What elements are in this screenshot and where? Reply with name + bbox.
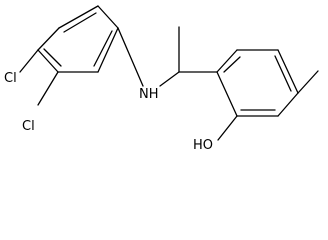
bond	[37, 27, 60, 51]
bond	[277, 49, 299, 94]
bond	[216, 71, 238, 117]
double-bond-inner	[63, 12, 97, 33]
double-bond-inner	[274, 55, 292, 92]
chlorine-label-bottom: Cl	[22, 119, 35, 134]
bond	[37, 49, 59, 73]
bond-c3-cl	[19, 49, 39, 73]
bond	[277, 92, 299, 117]
hydroxyl-label: HO	[193, 138, 213, 152]
chlorine-label-top: Cl	[4, 71, 17, 86]
bond	[58, 5, 99, 29]
bond	[216, 49, 238, 73]
chemical-structure: Cl Cl NH HO	[4, 5, 319, 152]
double-bond-inner	[43, 48, 62, 67]
bond-ring-oh	[217, 115, 238, 141]
bond-c2-cl	[37, 71, 59, 106]
bond	[97, 5, 119, 29]
amine-label: NH	[139, 87, 159, 102]
bond-nh-ch	[159, 71, 180, 87]
bond-ring-methyl	[297, 70, 319, 94]
dichlorophenyl-ring	[37, 5, 119, 73]
bond	[97, 27, 119, 73]
double-bond-inner	[223, 56, 241, 73]
bond-ring-nh	[117, 27, 144, 87]
double-bond-inner	[93, 30, 113, 67]
phenol-ring	[216, 49, 299, 117]
